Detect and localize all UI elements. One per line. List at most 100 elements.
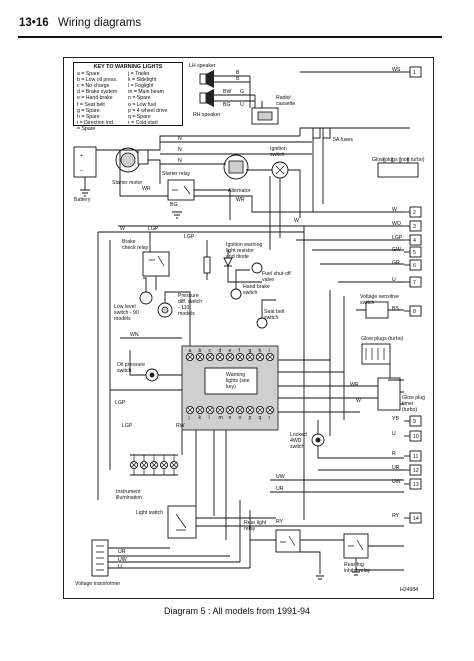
ignition-switch <box>271 161 289 179</box>
svg-text:WR: WR <box>236 197 245 203</box>
warning-letter: b <box>199 348 202 354</box>
battery-label: Battery <box>74 197 91 203</box>
alternator-label: Alternator <box>228 188 251 194</box>
warning-letter: n <box>229 415 232 421</box>
light-switch-label: Light switch <box>136 510 163 516</box>
left-entry: = Spare <box>77 125 96 132</box>
voltage-transformer-label: Voltage transformer <box>75 581 121 587</box>
connector-wire-label: WS <box>392 67 401 73</box>
connector-number: 9 <box>413 419 416 425</box>
warning-letter: d <box>219 348 222 354</box>
locked-4wd-switch <box>311 433 325 447</box>
connector-number: 4 <box>413 238 416 244</box>
connector-number: 13 <box>413 482 419 488</box>
diagram-caption: Diagram 5 : All models from 1991-94 <box>163 606 311 616</box>
instrument-illumination-lamps <box>129 454 179 476</box>
svg-text:U: U <box>240 102 244 108</box>
left-entry: c = No charge <box>77 83 110 90</box>
battery: + − <box>73 146 120 190</box>
svg-text:UR: UR <box>118 549 126 555</box>
svg-text:N: N <box>178 136 182 142</box>
light-switch <box>167 505 197 539</box>
connector-wire-label: W <box>392 207 397 213</box>
svg-text:WR: WR <box>142 186 151 192</box>
brake-check-relay <box>142 251 170 277</box>
fuses-label: 5A fuses <box>333 137 353 143</box>
connector-wire-label: BS <box>392 306 399 312</box>
svg-text:+: + <box>80 153 83 159</box>
left-entry: d = Brake system <box>77 89 118 96</box>
connector-wire-label: U <box>392 277 396 283</box>
warning-letter: m <box>219 415 223 421</box>
warning-letter: h <box>259 348 262 354</box>
warning-letter: i <box>269 348 270 354</box>
glow-plugs-non-turbo-label: Glow plugs (non turbo) <box>372 157 425 163</box>
connector-wire-label: LGP <box>392 235 403 241</box>
warning-lights-panel <box>181 345 279 431</box>
left-entry: g = Spare <box>77 107 100 114</box>
svg-text:−: − <box>80 168 83 174</box>
svg-text:BW: BW <box>223 89 231 95</box>
svg-text:BG: BG <box>223 102 231 108</box>
connector-wire-label: R <box>392 451 396 457</box>
fuel-shutoff-valve <box>251 262 263 274</box>
left-entry: h = Spare <box>77 113 100 120</box>
right-entry: k = Sidelight <box>128 77 157 84</box>
radio-cassette <box>249 76 279 125</box>
svg-text:BG: BG <box>170 202 178 208</box>
glow-plugs-turbo <box>361 343 391 365</box>
svg-text:UW: UW <box>118 557 127 563</box>
svg-text:LGP: LGP <box>115 400 126 406</box>
svg-text:WR: WR <box>350 382 359 388</box>
warning-letter: a <box>189 348 192 354</box>
connector-wire-label: WO <box>392 221 401 227</box>
header-rule <box>18 36 442 38</box>
right-entry: j = Trailer <box>128 71 150 78</box>
svg-text:RW: RW <box>176 423 185 429</box>
svg-text:RY: RY <box>276 519 284 525</box>
connector-number: 1 <box>413 70 416 76</box>
connector-wire-label: U <box>392 431 396 437</box>
alternator <box>223 154 249 180</box>
warning-letter: p <box>249 415 252 421</box>
connector-number: 3 <box>413 224 416 230</box>
glow-plug-timer <box>377 377 401 411</box>
warning-letter: e <box>229 348 232 354</box>
warning-letter: l <box>209 415 210 421</box>
left-entry: a = Spare <box>77 71 100 78</box>
svg-text:WN: WN <box>130 332 139 338</box>
connector-wire-label: YB <box>392 416 399 422</box>
svg-text:U: U <box>118 564 122 570</box>
glow-plugs-non-turbo <box>377 157 419 178</box>
page-number: 13•16 <box>19 17 49 29</box>
connector-number: 14 <box>413 516 419 522</box>
warning-letter: f <box>239 348 241 354</box>
starter-relay <box>167 179 195 201</box>
right-entry: q = Spare <box>128 113 151 120</box>
connector-wire-label: UW <box>392 479 401 485</box>
glow-plugs-turbo-label: Glow plugs (turbo) <box>361 336 404 342</box>
svg-text:UW: UW <box>276 474 285 480</box>
left-entry: i = Direction ind. <box>77 119 115 126</box>
svg-text:W: W <box>294 218 299 224</box>
right-entry: r = Cold start <box>128 119 158 126</box>
left-entry: f = Seat belt <box>77 101 105 108</box>
connector-number: 8 <box>413 309 416 315</box>
svg-text:LGP: LGP <box>122 423 133 429</box>
lh-speaker: BB <box>199 70 250 88</box>
pressure-diff-switch <box>157 302 173 318</box>
connector-number: 11 <box>413 454 418 460</box>
